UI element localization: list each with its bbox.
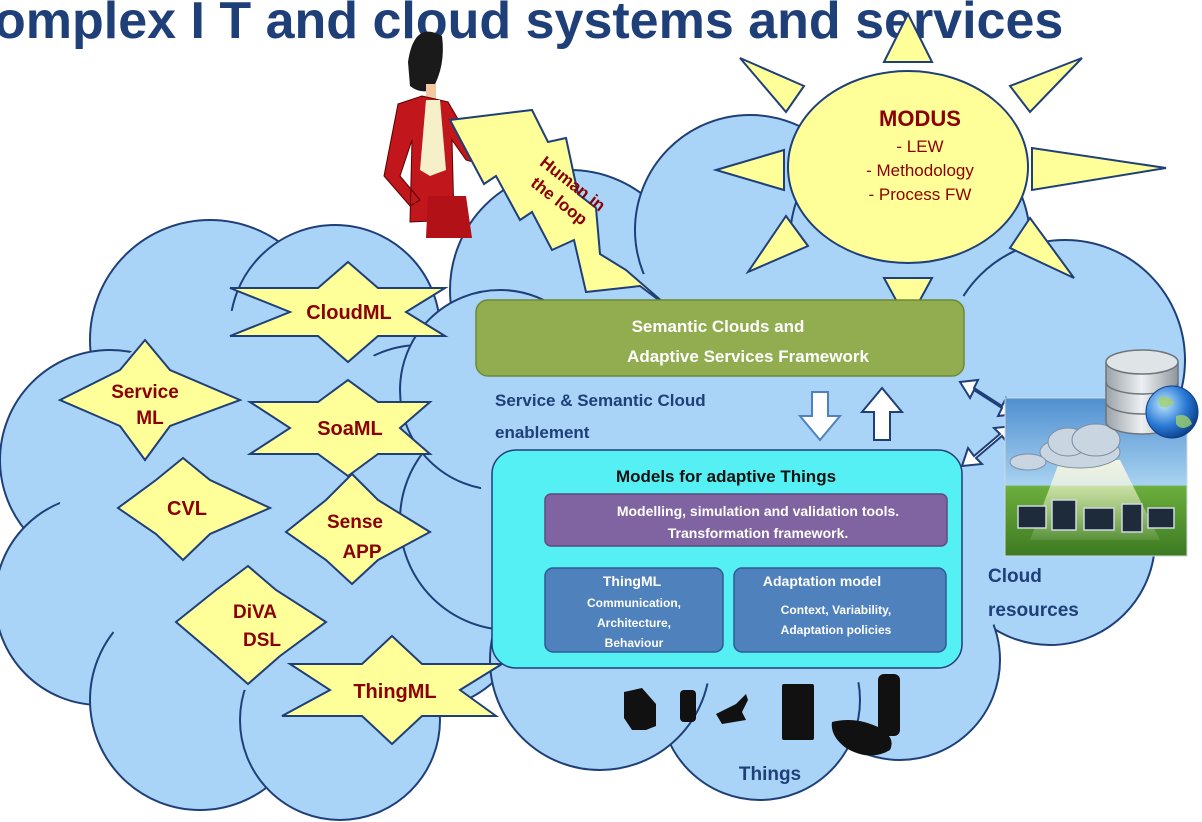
adaptation-box bbox=[733, 567, 947, 653]
thingml-box-line: Architecture, bbox=[597, 616, 671, 630]
star-sense-app: Sense APP bbox=[284, 472, 433, 586]
cloud-resources-icon bbox=[1004, 397, 1188, 557]
star-label: CVL bbox=[167, 498, 207, 520]
tools-box bbox=[544, 493, 948, 547]
framework-box: Semantic Clouds and Adaptive Services Fr… bbox=[475, 299, 965, 377]
adaptation-box-line: Context, Variability, bbox=[781, 603, 891, 617]
star-cvl: CVL bbox=[116, 456, 273, 562]
star-label: ML bbox=[136, 408, 164, 429]
tools-line1: Modelling, simulation and validation too… bbox=[617, 503, 899, 519]
star-label: DiVA bbox=[233, 602, 277, 623]
star-label: Sense bbox=[327, 512, 383, 533]
person-icon bbox=[383, 31, 500, 238]
star-soaml: SoaML bbox=[246, 378, 433, 478]
page-title: omplex I T and cloud systems and service… bbox=[0, 0, 1063, 50]
star-label: Service bbox=[111, 382, 179, 403]
modus-title: MODUS bbox=[879, 106, 961, 131]
cloud-resources-line2: resources bbox=[988, 600, 1079, 621]
modus-item: - LEW bbox=[896, 137, 943, 156]
enablement-line1: Service & Semantic Cloud bbox=[495, 391, 706, 410]
star-label: SoaML bbox=[317, 418, 383, 440]
thingml-box-title: ThingML bbox=[603, 573, 662, 589]
up-arrow-icon bbox=[859, 386, 905, 441]
sun-ray-icon bbox=[712, 11, 1167, 325]
cloud-resources-line1: Cloud bbox=[988, 566, 1042, 587]
framework-line2: Adaptive Services Framework bbox=[627, 347, 869, 366]
star-label: DSL bbox=[243, 630, 281, 651]
enablement-line2: enablement bbox=[495, 423, 590, 442]
models-title: Models for adaptive Things bbox=[616, 467, 836, 486]
device-icon bbox=[624, 674, 900, 756]
star-diva-dsl: DiVA DSL bbox=[174, 564, 328, 686]
star-cloudml: CloudML bbox=[229, 260, 449, 364]
adaptation-box-line: Adaptation policies bbox=[781, 623, 892, 637]
modus-sun: MODUS - LEW - Methodology - Process FW bbox=[712, 11, 1167, 325]
tools-line2: Transformation framework. bbox=[668, 525, 849, 541]
down-arrow-icon bbox=[797, 391, 843, 442]
framework-line1: Semantic Clouds and bbox=[632, 317, 805, 336]
star-label: ThingML bbox=[353, 681, 436, 703]
models-box: Models for adaptive Things Modelling, si… bbox=[491, 449, 963, 669]
thingml-box-line: Communication, bbox=[587, 596, 681, 610]
modus-item: - Methodology bbox=[866, 161, 974, 180]
star-label: CloudML bbox=[306, 302, 392, 324]
adaptation-box-title: Adaptation model bbox=[763, 573, 881, 589]
thingml-box bbox=[544, 567, 724, 653]
thingml-box-line: Behaviour bbox=[605, 636, 664, 650]
modus-item: - Process FW bbox=[869, 185, 972, 204]
star-label: APP bbox=[342, 542, 381, 563]
globe-icon bbox=[1145, 385, 1199, 439]
star-service-ml: Service ML bbox=[57, 338, 243, 462]
things-label: Things bbox=[739, 764, 801, 785]
